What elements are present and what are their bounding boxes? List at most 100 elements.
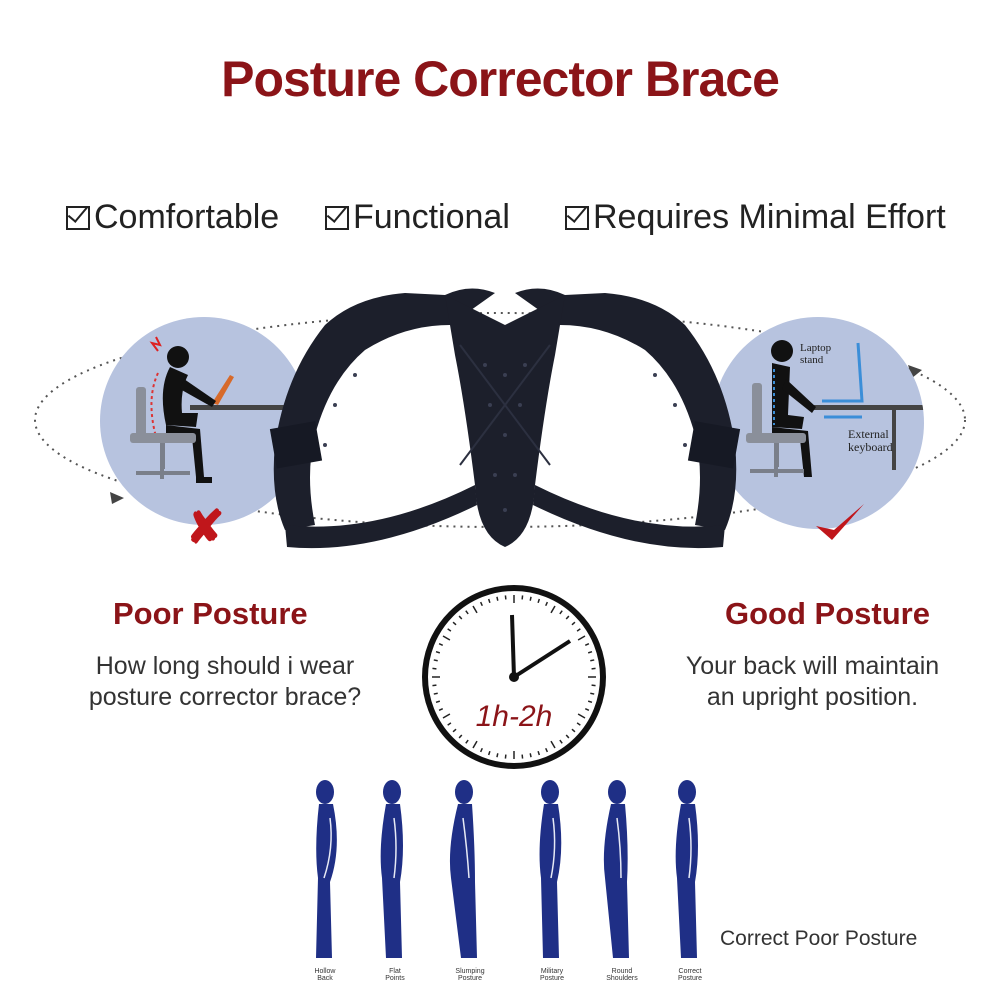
- posture-label-line: Points: [385, 975, 405, 982]
- posture-label-line: Posture: [677, 975, 703, 982]
- clock-tick: [438, 642, 444, 646]
- caption-line: an upright position.: [706, 683, 919, 711]
- clock-tick: [576, 628, 581, 632]
- good-posture-caption: Your back will maintain an upright posit…: [650, 651, 975, 713]
- clock-tick: [529, 596, 532, 601]
- clock-tick: [550, 605, 556, 614]
- clock-tick: [577, 635, 586, 641]
- clock-tick: [584, 708, 590, 712]
- clock-tick: [587, 650, 593, 654]
- human-silhouette-icon: [539, 780, 562, 958]
- clock-icon: [422, 585, 606, 769]
- clock-tick: [479, 747, 483, 753]
- posture-label-line: Military: [540, 968, 564, 975]
- clock-tick: [458, 734, 463, 739]
- clock-tick: [571, 728, 576, 733]
- posture-label-line: Hollow: [314, 968, 336, 975]
- posture-label-line: Shoulders: [606, 975, 638, 982]
- upright-person-icon: [746, 340, 924, 477]
- clock-tick: [565, 734, 570, 739]
- poor-posture-illustration: [100, 317, 308, 525]
- human-silhouette-icon: [603, 780, 629, 958]
- caption-line: Your back will maintain: [685, 652, 940, 680]
- laptop-label-line: stand: [800, 354, 824, 366]
- clock-tick: [545, 747, 549, 753]
- clock-tick: [496, 596, 499, 601]
- orbit-arrow-icon: [110, 492, 124, 504]
- checkbox-icon: [565, 205, 589, 230]
- clock-duration-label: 1h-2h: [475, 700, 553, 733]
- keyboard-label-line: keyboard: [848, 440, 893, 454]
- caption-line: How long should i wear: [95, 652, 355, 680]
- checkbox-icon: [325, 205, 349, 230]
- clock-tick: [537, 598, 541, 604]
- clock-tick: [590, 659, 595, 662]
- external-keyboard-label: External keyboard: [848, 428, 893, 454]
- clock-tick: [529, 753, 532, 758]
- posture-label-line: Posture: [539, 975, 565, 982]
- clock-tick: [438, 708, 444, 712]
- posture-label-line: Posture: [457, 975, 483, 982]
- clock-tick: [550, 740, 556, 749]
- clock-tick: [447, 722, 452, 726]
- clock-tick: [487, 598, 491, 604]
- clock-tick: [435, 700, 441, 704]
- clock-tick: [452, 728, 457, 733]
- clock-tick: [545, 601, 549, 607]
- clock-tick: [577, 713, 586, 719]
- bottom-caption: Correct Poor Posture: [720, 927, 918, 950]
- posture-label-line: Round: [611, 968, 633, 975]
- clock-tick: [487, 750, 491, 756]
- check-mark-icon: [816, 504, 864, 540]
- clock-tick: [559, 610, 563, 615]
- clock-tick: [442, 635, 451, 641]
- laptop-label-line: Laptop: [800, 342, 832, 354]
- clock-tick: [447, 628, 452, 632]
- clock-tick: [433, 659, 438, 662]
- clock-tick: [458, 615, 463, 620]
- human-silhouette-icon: [316, 780, 337, 958]
- clock-tick: [576, 722, 581, 726]
- posture-label-line: Flat: [389, 968, 401, 975]
- posture-brace-image: [269, 288, 741, 549]
- feature-comfortable: Comfortable: [66, 198, 279, 237]
- clock-tick: [465, 610, 469, 615]
- clock-tick: [587, 700, 593, 704]
- clock-tick: [537, 750, 541, 756]
- checkbox-icon: [66, 205, 90, 230]
- posture-label-line: Back: [317, 975, 333, 982]
- clock-tick: [565, 615, 570, 620]
- poor-posture-heading: Poor Posture: [113, 596, 308, 631]
- posture-label-line: Slumping: [455, 968, 485, 975]
- clock-tick: [435, 650, 441, 654]
- clock-tick: [496, 753, 499, 758]
- clock-tick: [571, 621, 576, 626]
- clock-tick: [590, 692, 595, 695]
- clock-tick: [559, 739, 563, 744]
- clock-tick: [479, 601, 483, 607]
- feature-minimal-effort: Requires Minimal Effort: [565, 198, 946, 237]
- human-silhouette-icon: [675, 780, 698, 958]
- posture-label-line: Correct: [678, 968, 702, 975]
- clock-tick: [465, 739, 469, 744]
- caption-line: posture corrector brace?: [88, 683, 362, 711]
- feature-label: Requires Minimal Effort: [593, 198, 946, 236]
- feature-label: Comfortable: [94, 198, 280, 236]
- clock-tick: [452, 621, 457, 626]
- clock-tick: [472, 605, 478, 614]
- clock-tick: [433, 692, 438, 695]
- page-title: Posture Corrector Brace: [221, 51, 780, 107]
- human-silhouette-icon: [449, 780, 477, 958]
- x-mark-icon: ✘: [186, 501, 225, 553]
- keyboard-label-line: External: [848, 427, 889, 441]
- laptop-stand-label: Laptop stand: [800, 342, 831, 366]
